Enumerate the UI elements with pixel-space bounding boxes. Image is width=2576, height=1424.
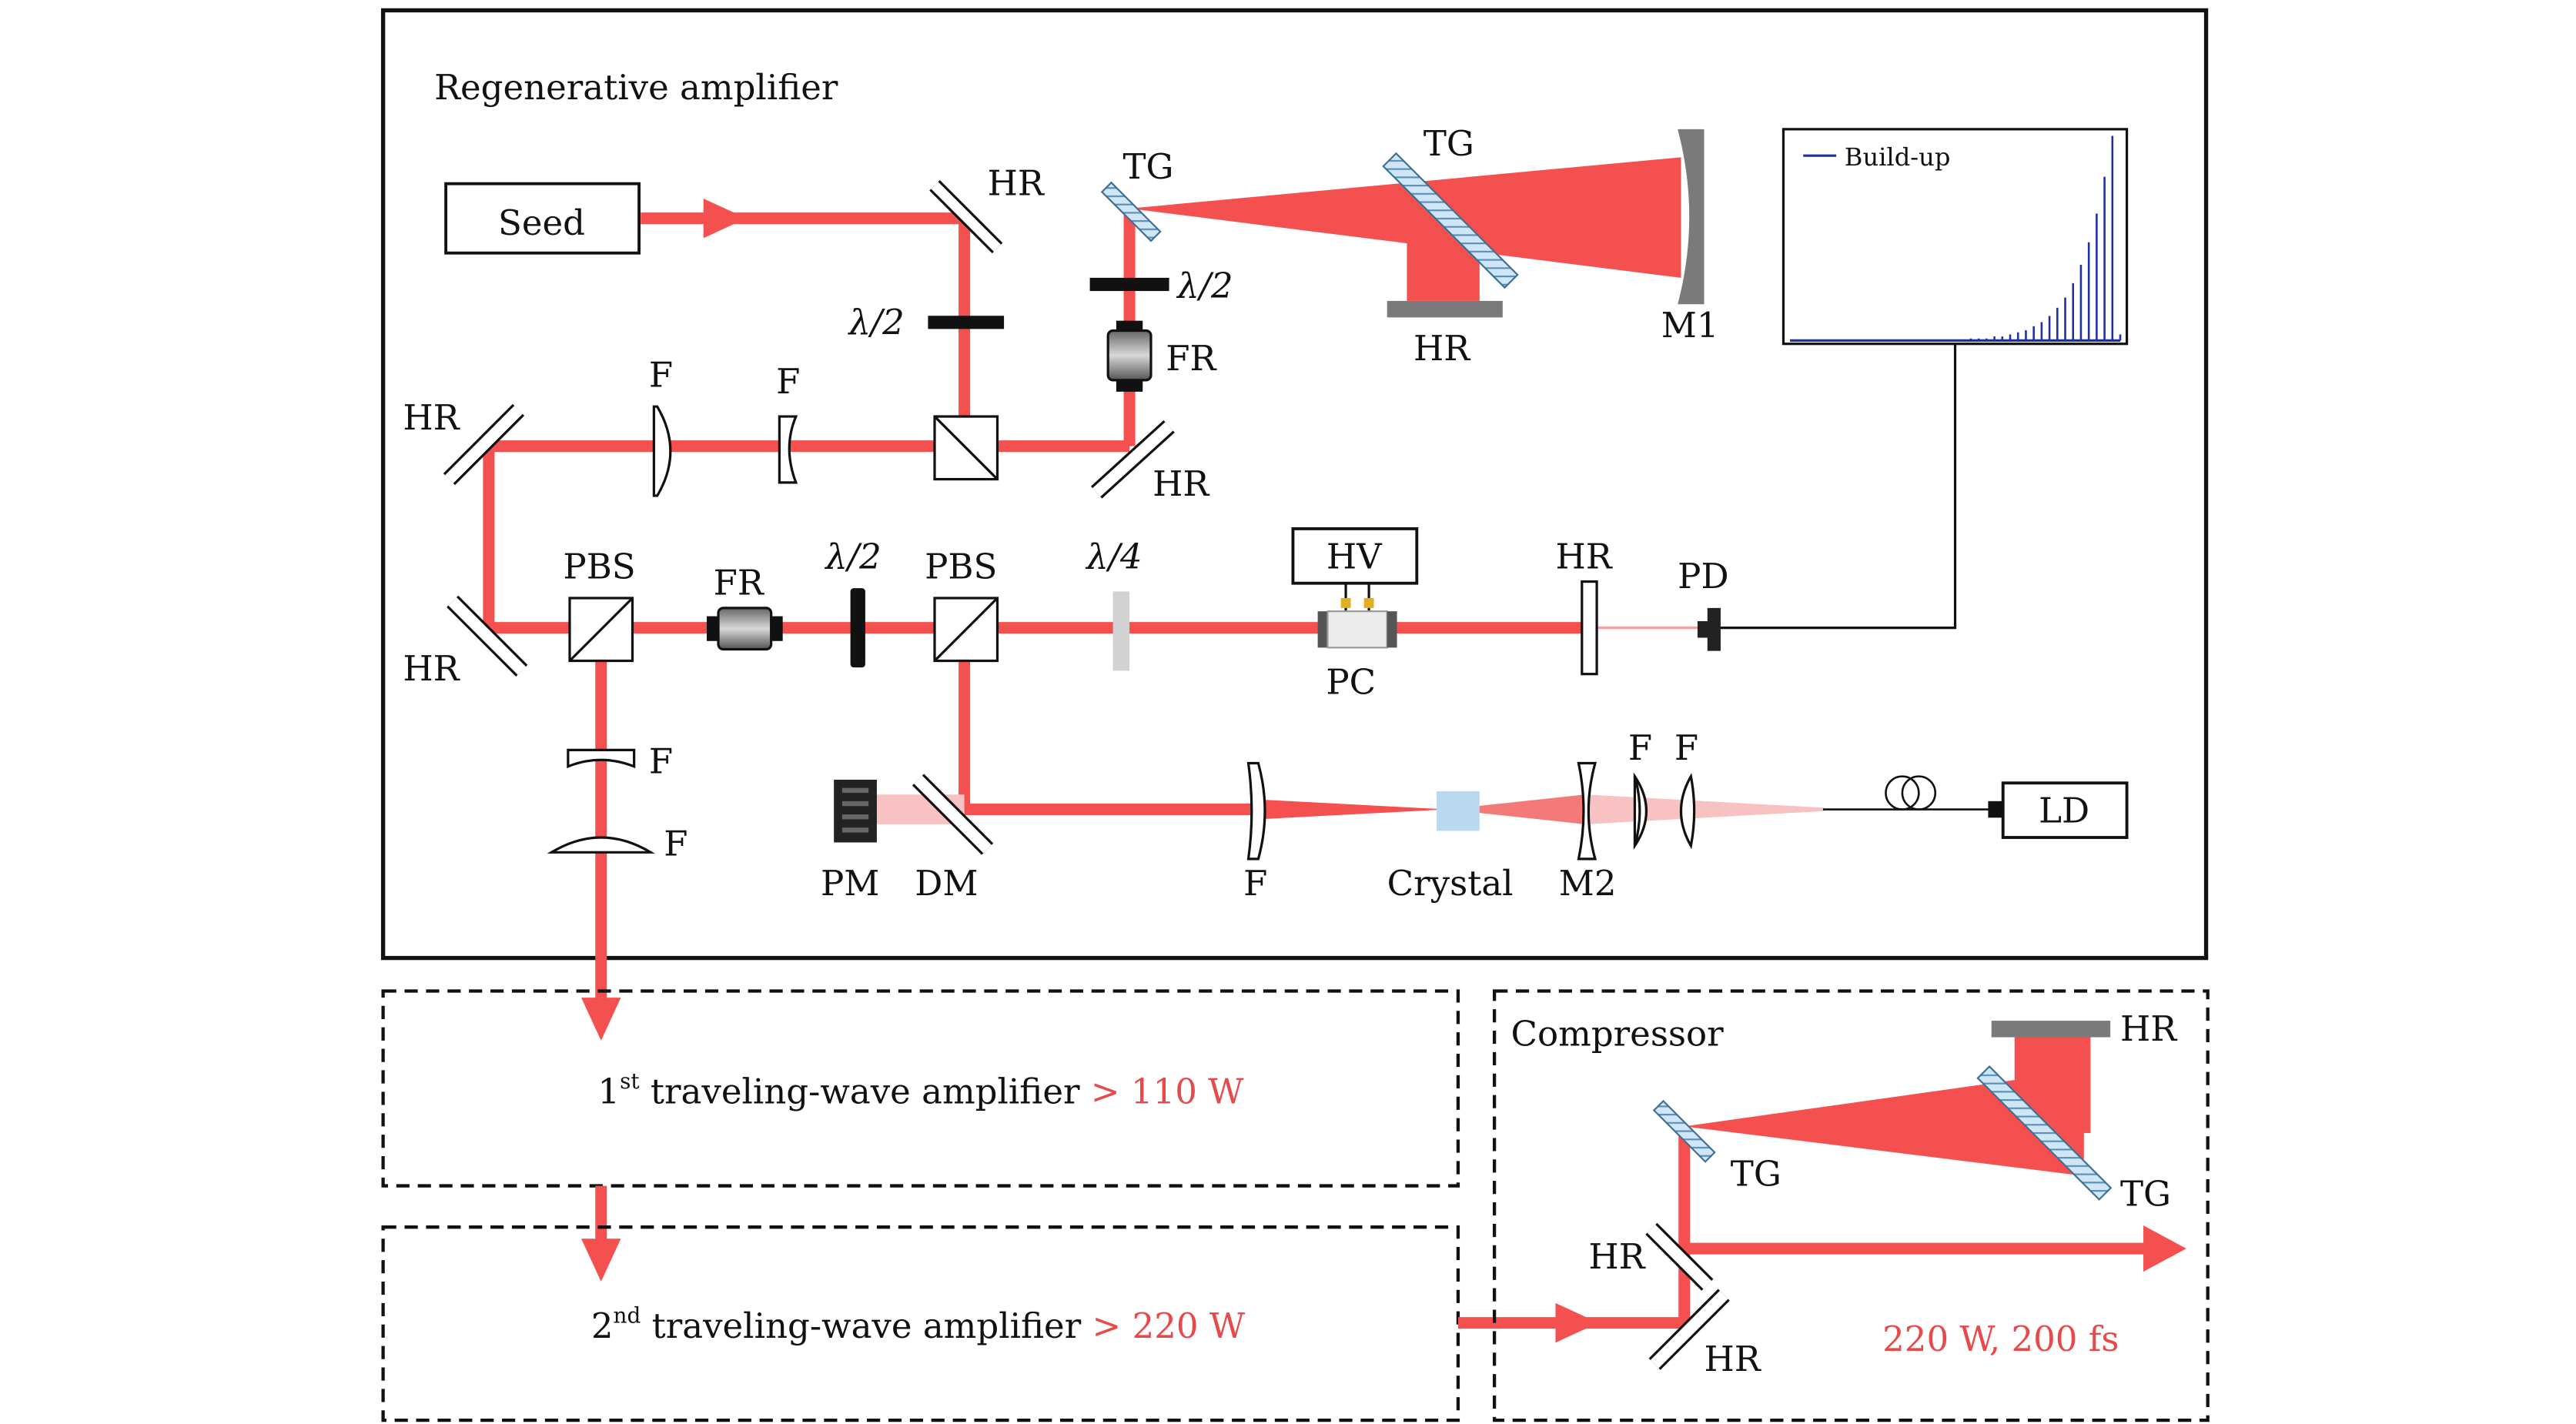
compressor-grating-2	[1976, 1065, 2113, 1201]
compressor-tg2-label: TG	[2120, 1173, 2171, 1214]
lens-f7	[1679, 773, 1696, 850]
f4-label: F	[664, 824, 687, 864]
hr-left-top-label: HR	[403, 397, 460, 438]
pbs1-label: PBS	[563, 546, 635, 587]
hv-label: HV	[1326, 536, 1383, 577]
compressor-tg1-label: TG	[1731, 1154, 1781, 1195]
crystal-label: Crystal	[1387, 863, 1514, 904]
quarter-wave-label: λ/4	[1085, 536, 1142, 577]
half-wave-plate-1	[928, 316, 1005, 329]
lens-f2	[778, 415, 798, 484]
half-wave-plate-2	[1089, 277, 1169, 292]
m1-label: M1	[1661, 305, 1719, 346]
fr2-label: FR	[714, 563, 764, 603]
lens-f1	[652, 405, 672, 497]
hr-end-label: HR	[1555, 536, 1612, 577]
f2-label: F	[776, 361, 800, 402]
f7-label: F	[1674, 727, 1698, 768]
f3-label: F	[649, 740, 673, 781]
compressor-hr1-label: HR	[1588, 1236, 1645, 1277]
quarter-wave-plate	[1112, 591, 1130, 671]
pc-label: PC	[1326, 661, 1376, 702]
f1-label: F	[649, 354, 673, 395]
pm-label: PM	[821, 863, 879, 904]
half-wave-3-label: λ/2	[824, 536, 881, 577]
amp2-label: 2nd traveling-wave amplifier > 220 W	[591, 1303, 1246, 1346]
lens-f4	[547, 836, 655, 854]
power-meter	[834, 779, 877, 843]
hr-end-mirror	[1581, 580, 1598, 676]
lens-f3	[567, 748, 636, 769]
pd-signal-wire	[1717, 343, 1957, 630]
half-wave-1-label: λ/2	[847, 302, 904, 343]
ld-box	[2001, 781, 2129, 839]
pockels-cell	[1317, 610, 1397, 649]
compressor-title: Compressor	[1511, 1013, 1725, 1054]
dm-label: DM	[915, 863, 978, 904]
amp2-power: > 220 W	[1092, 1305, 1246, 1346]
hv-box	[1291, 526, 1419, 585]
amp1-frame	[381, 989, 1460, 1188]
faraday-rotator-2	[707, 607, 783, 651]
buildup-plot-frame	[1781, 128, 2129, 346]
tg2-label: TG	[1423, 123, 1474, 164]
hr-top-label: HR	[988, 163, 1045, 204]
compressor-hr2-label: HR	[1705, 1339, 1761, 1379]
grating-tg1	[1100, 181, 1162, 242]
grating-tg2	[1382, 152, 1519, 289]
amp1-power: > 110 W	[1091, 1071, 1244, 1111]
amp1-label: 1st traveling-wave amplifier > 110 W	[597, 1068, 1244, 1111]
tg1-label: TG	[1123, 146, 1174, 187]
buildup-trace	[1790, 135, 2122, 343]
mirror-m1	[1678, 129, 1705, 305]
pd-label: PD	[1678, 556, 1728, 597]
photodiode	[1697, 607, 1721, 651]
seed-label: Seed	[498, 202, 585, 243]
gain-crystal	[1437, 791, 1480, 831]
hr-stretcher-label: HR	[1413, 328, 1470, 369]
ld-label: LD	[2039, 791, 2089, 831]
faraday-rotator-1	[1106, 320, 1153, 392]
half-wave-2-label: λ/2	[1176, 266, 1233, 306]
pump-fiber	[1822, 775, 2003, 818]
m2-label: M2	[1559, 863, 1617, 904]
compressor-beams	[1678, 1034, 2186, 1323]
compressor-hr-top	[1991, 1021, 2111, 1038]
compressor-grating-1	[1652, 1099, 1716, 1163]
buildup-legend: Build-up	[1845, 142, 1951, 172]
f6-label: F	[1628, 727, 1652, 768]
mirror-m2	[1577, 761, 1597, 861]
fr1-label: FR	[1166, 338, 1216, 379]
compressor-hr-top-label: HR	[2120, 1008, 2177, 1049]
hr-mid-label: HR	[1153, 463, 1209, 504]
f5-label: F	[1243, 863, 1267, 904]
hr-left-bottom-label: HR	[403, 648, 460, 689]
compressor-output-label: 220 W, 200 fs	[1882, 1319, 2119, 1359]
compressor-frame	[1492, 989, 2210, 1422]
seed-box	[444, 182, 641, 255]
regen-frame	[380, 8, 2209, 961]
lens-f5	[1246, 761, 1266, 861]
half-wave-plate-3	[850, 588, 865, 668]
regen-title: Regenerative amplifier	[434, 67, 838, 108]
hr-stretcher-mirror	[1387, 300, 1503, 318]
pbs2-label: PBS	[925, 546, 997, 587]
